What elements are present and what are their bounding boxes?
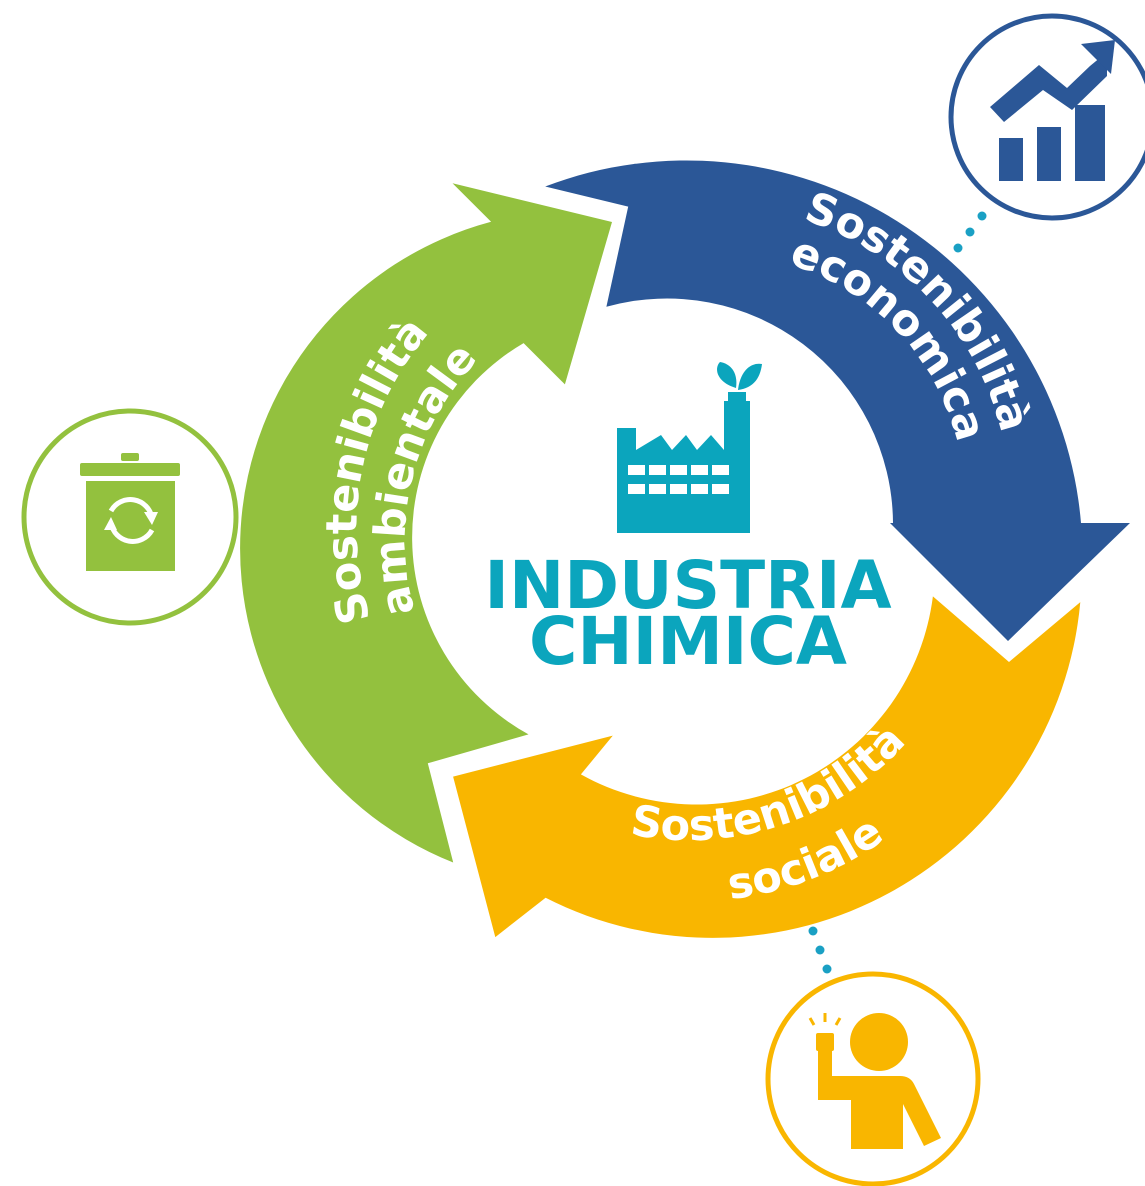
person-idea-icon	[765, 971, 981, 1186]
center-title-line1: INDUSTRIA	[484, 547, 891, 624]
connector-dot	[977, 211, 987, 221]
ambientale-arrow	[240, 183, 613, 863]
connector-dot	[815, 945, 825, 955]
connector-dot	[808, 926, 818, 936]
factory-with-leaves-icon	[617, 362, 762, 533]
growth-chart-icon	[948, 13, 1145, 221]
recycle-bin-icon	[21, 408, 239, 626]
economica-arrow	[545, 160, 1130, 641]
connector-dot	[822, 964, 832, 974]
connector-dot	[965, 227, 975, 237]
sociale-arrow	[453, 596, 1081, 938]
connector-dot	[953, 243, 963, 253]
center-title-line2: CHIMICA	[529, 603, 847, 680]
